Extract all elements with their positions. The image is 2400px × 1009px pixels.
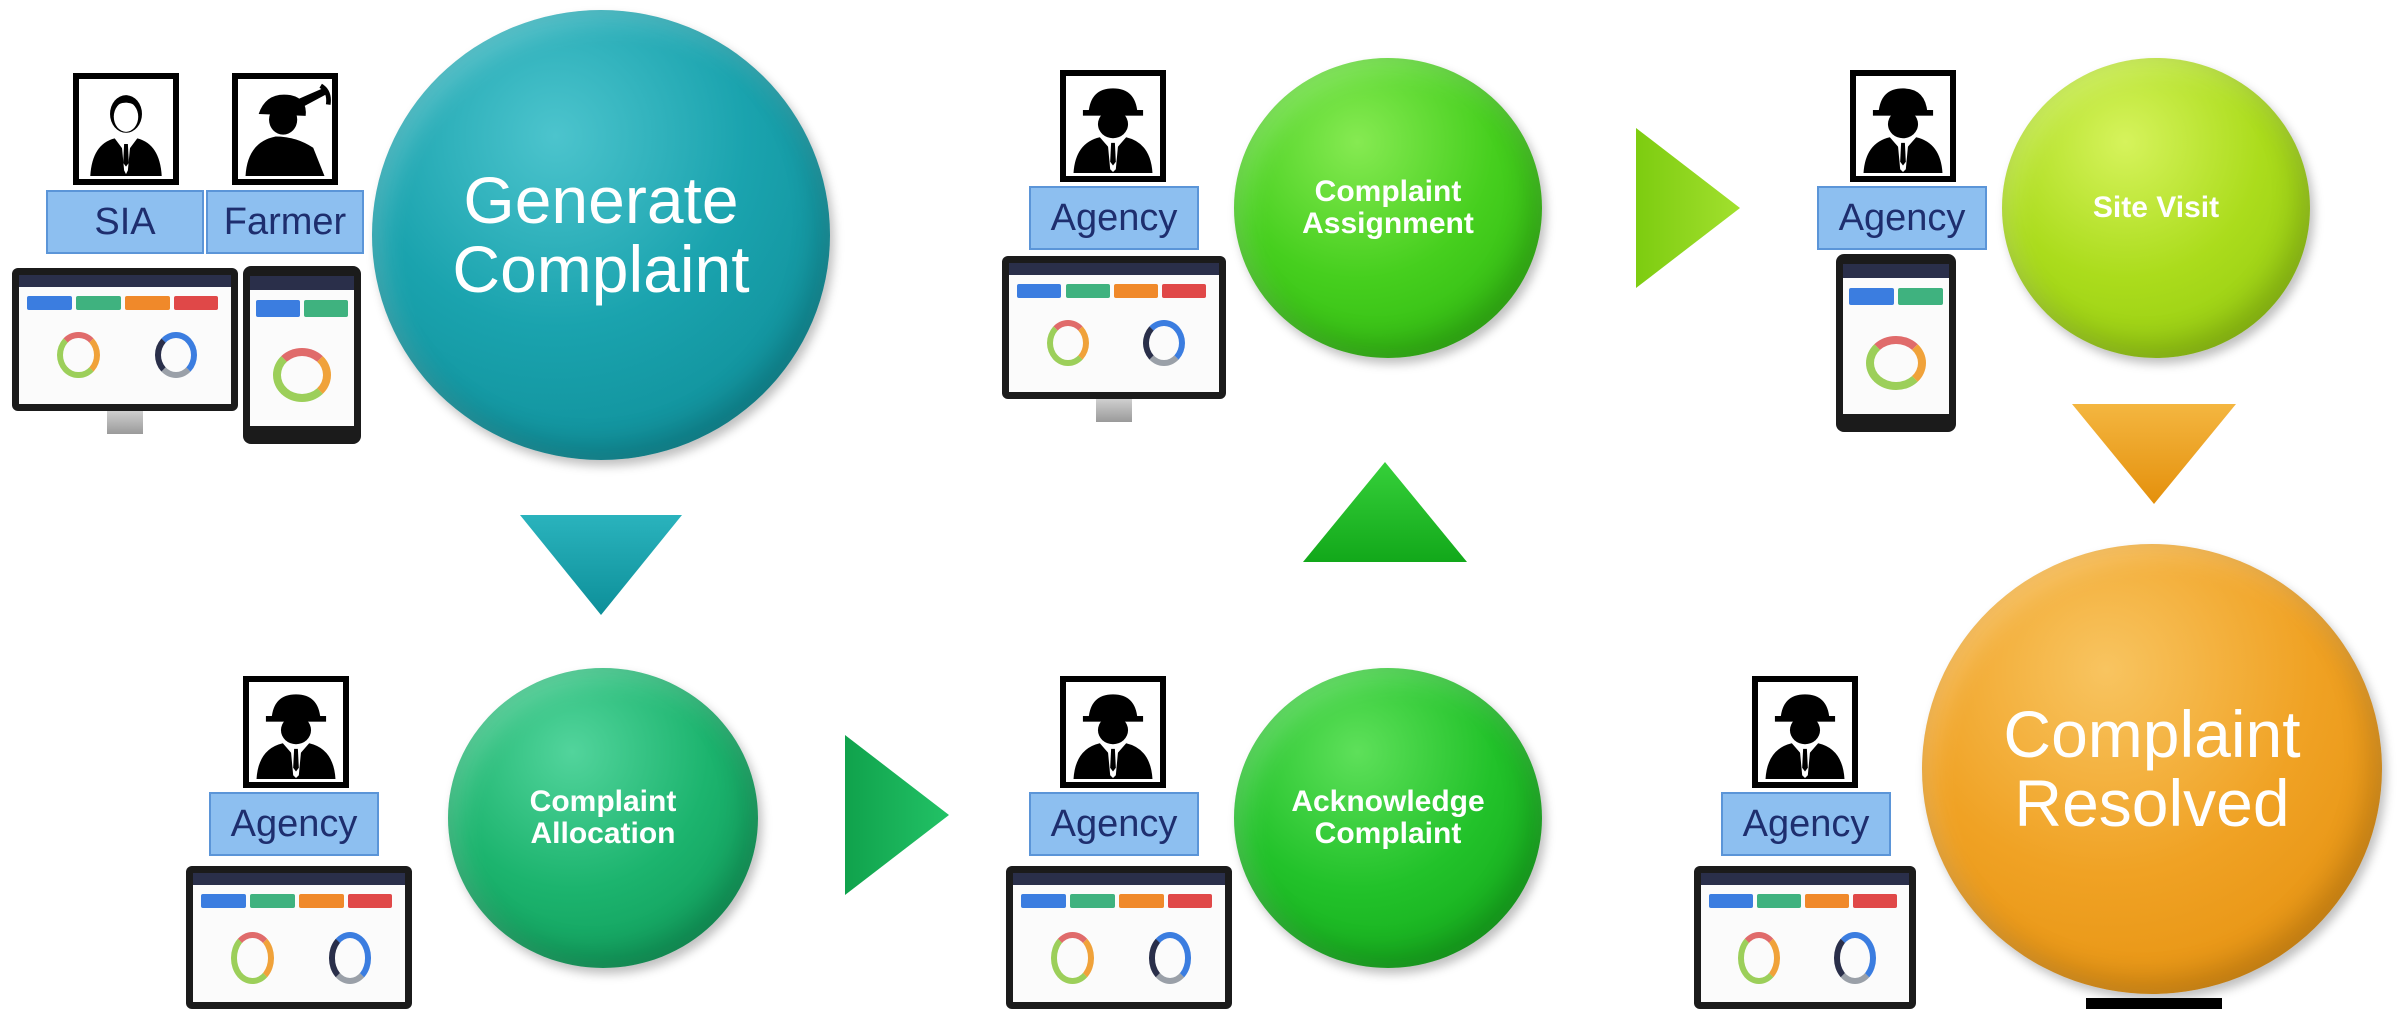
businessman-icon	[90, 95, 162, 176]
tablet-icon	[243, 266, 361, 444]
triangle-arrow-icon	[1636, 128, 1740, 288]
desktop-monitor-icon	[12, 268, 238, 434]
worker-helmet-icon	[1073, 88, 1153, 173]
step-assignment-label: Complaint Assignment	[1302, 174, 1474, 240]
role-label-agency-acknowledge: Agency	[1029, 792, 1199, 856]
step-site-visit: Site Visit	[2002, 58, 2310, 358]
agency-avatar-site-visit	[1850, 70, 1956, 182]
tablet-icon	[1836, 254, 1956, 432]
step-acknowledge-label: Acknowledge Complaint	[1291, 784, 1485, 850]
desktop-monitor-icon	[1006, 866, 1232, 1009]
triangle-arrow-icon	[845, 735, 949, 895]
role-label-agency-assignment: Agency	[1029, 186, 1199, 250]
worker-helmet-icon	[1765, 694, 1845, 779]
sia-avatar	[73, 73, 179, 185]
role-label-farmer: Farmer	[206, 190, 364, 254]
step-allocation-label: Complaint Allocation	[529, 784, 677, 850]
farmer-icon	[245, 83, 331, 176]
agency-avatar-acknowledge	[1060, 676, 1166, 788]
step-complaint-resolved: Complaint Resolved	[1922, 544, 2382, 994]
step-acknowledge-complaint: Acknowledge Complaint	[1234, 668, 1542, 968]
step-complaint-assignment: Complaint Assignment	[1234, 58, 1542, 358]
farmer-avatar	[232, 73, 338, 185]
role-label-agency-site-visit: Agency	[1817, 186, 1987, 250]
triangle-arrow-icon	[520, 515, 682, 615]
role-label-agency-resolved: Agency	[1721, 792, 1891, 856]
device-edge-decoration	[2086, 998, 2222, 1009]
agency-avatar-allocation	[243, 676, 349, 788]
desktop-monitor-icon	[186, 866, 412, 1009]
step-resolved-label: Complaint Resolved	[2003, 696, 2301, 840]
step-generate-complaint: Generate Complaint	[372, 10, 830, 460]
step-site-visit-label: Site Visit	[2092, 190, 2220, 224]
step-generate-label: Generate Complaint	[452, 162, 750, 306]
worker-helmet-icon	[256, 694, 336, 779]
agency-avatar-resolved	[1752, 676, 1858, 788]
role-label-agency-allocation: Agency	[209, 792, 379, 856]
desktop-monitor-icon	[1002, 256, 1226, 422]
agency-avatar-assignment	[1060, 70, 1166, 182]
triangle-arrow-icon	[1303, 462, 1467, 562]
triangle-arrow-icon	[2072, 404, 2236, 504]
step-complaint-allocation: Complaint Allocation	[448, 668, 758, 968]
role-label-sia: SIA	[46, 190, 204, 254]
worker-helmet-icon	[1073, 694, 1153, 779]
worker-helmet-icon	[1863, 88, 1943, 173]
desktop-monitor-icon	[1694, 866, 1916, 1009]
